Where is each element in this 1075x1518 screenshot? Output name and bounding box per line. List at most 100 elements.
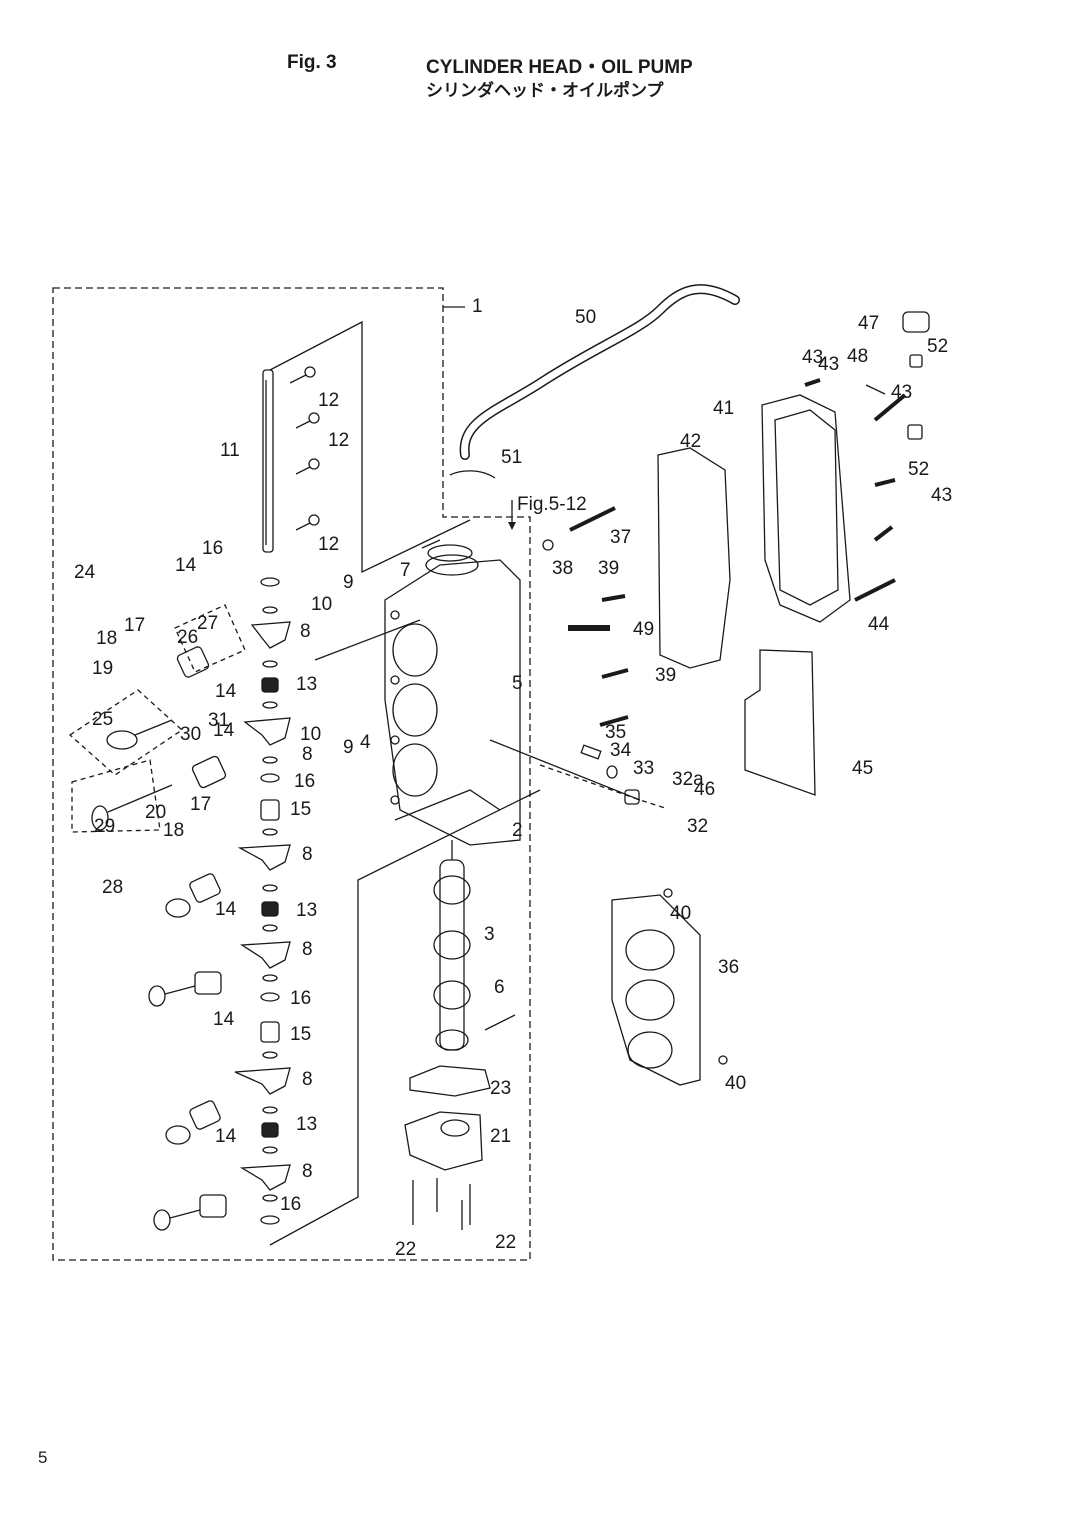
callout-8: 8 — [302, 939, 313, 960]
bolt-part-43 — [873, 525, 894, 542]
callout-24: 24 — [74, 562, 96, 583]
callout-38: 38 — [552, 558, 573, 579]
valve-assemblies — [91, 646, 227, 1231]
head-cover-part-41 — [761, 394, 851, 623]
callout-9: 9 — [343, 572, 354, 593]
callout-34: 34 — [610, 740, 632, 761]
callout-14: 14 — [215, 681, 237, 702]
callout-14: 14 — [175, 555, 197, 576]
callout-46: 46 — [694, 779, 715, 800]
callout-52: 52 — [927, 336, 948, 357]
callout-40: 40 — [725, 1073, 746, 1094]
subgroup-box-27 — [174, 604, 246, 673]
callout-44: 44 — [868, 614, 890, 635]
callout-15: 15 — [290, 1024, 311, 1045]
callout-49: 49 — [633, 619, 654, 640]
callout-12: 12 — [328, 430, 349, 451]
callout-31: 31 — [208, 710, 229, 731]
callout-8: 8 — [302, 1161, 313, 1182]
subgroup-box-29 — [71, 759, 161, 833]
callout-14: 14 — [215, 899, 237, 920]
dowel-pin-part-40 — [663, 888, 673, 898]
callout-35: 35 — [605, 722, 626, 743]
callout-29: 29 — [94, 816, 115, 837]
cylinder-head-part-2 — [384, 554, 521, 846]
callout-11: 11 — [220, 440, 240, 461]
callout-33: 33 — [633, 758, 654, 779]
callout-43: 43 — [931, 485, 952, 506]
part-34 — [580, 744, 602, 760]
plug-part-32a — [624, 789, 640, 805]
callout-43: 43 — [802, 347, 823, 368]
bolt-part-22 — [412, 1178, 471, 1230]
callout-25: 25 — [92, 709, 113, 730]
assembly-boundary-dashed — [52, 287, 531, 1261]
callout-23: 23 — [490, 1078, 511, 1099]
callout-2: 2 — [512, 820, 523, 841]
callout-7: 7 — [400, 560, 411, 581]
callout-47: 47 — [858, 313, 879, 334]
callout-37: 37 — [610, 527, 631, 548]
callout-40: 40 — [670, 903, 691, 924]
gasket-part-42 — [657, 447, 731, 669]
callout-14: 14 — [213, 720, 235, 741]
page-number: 5 — [38, 1448, 48, 1467]
subgroup-box-24 — [68, 689, 184, 776]
callout-12: 12 — [318, 390, 339, 411]
callout-18: 18 — [96, 628, 117, 649]
callout-27: 27 — [197, 613, 218, 634]
callout-15: 15 — [290, 799, 311, 820]
callout-20: 20 — [145, 802, 166, 823]
callout-52: 52 — [908, 459, 929, 480]
valve-train-stack — [234, 577, 291, 1225]
leader-frame — [269, 320, 471, 574]
callout-labels: 1234567888888991010111212121313131414141… — [74, 296, 952, 1260]
plug-part-52 — [907, 424, 923, 440]
callout-22: 22 — [495, 1232, 516, 1253]
bolt-part-12 — [289, 366, 320, 531]
callout-16: 16 — [290, 988, 311, 1009]
callout-14: 14 — [213, 1009, 235, 1030]
plate-part-45 — [744, 649, 816, 796]
callout-13: 13 — [296, 674, 317, 695]
dowel-pin-part-40 — [718, 1055, 728, 1065]
callout-8: 8 — [302, 1069, 313, 1090]
figure-title-japanese: シリンダヘッド・オイルポンプ — [426, 81, 664, 101]
callout-3: 3 — [484, 924, 495, 945]
callout-13: 13 — [296, 900, 317, 921]
callout-36: 36 — [718, 957, 739, 978]
camshaft-part-3 — [433, 859, 471, 1051]
callout-6: 6 — [494, 977, 505, 998]
bolt-part-39 — [601, 668, 629, 679]
oil-pump-part-21 — [404, 1111, 483, 1171]
part-33 — [606, 765, 618, 779]
callout-17: 17 — [190, 794, 211, 815]
callout-41: 41 — [713, 398, 734, 419]
callout-16: 16 — [294, 771, 315, 792]
bolt-part-39 — [601, 594, 626, 602]
callout-4: 4 — [360, 732, 371, 753]
figure-title-english: CYLINDER HEAD・OIL PUMP — [426, 57, 693, 78]
callout-30: 30 — [180, 724, 201, 745]
callout-9: 9 — [343, 737, 354, 758]
cross-reference-label: Fig.5-12 — [517, 494, 587, 515]
callout-48: 48 — [847, 346, 868, 367]
leader-frame — [314, 619, 421, 661]
washer-part-38 — [542, 539, 554, 551]
part-48 — [865, 384, 886, 395]
callout-8: 8 — [302, 744, 313, 765]
callout-12: 12 — [318, 534, 339, 555]
callout-8: 8 — [302, 844, 313, 865]
timing-rail-part-11 — [262, 369, 274, 553]
oil-seal-part-7 — [427, 544, 473, 562]
callout-43: 43 — [891, 382, 912, 403]
callout-22: 22 — [395, 1239, 416, 1260]
callout-42: 42 — [680, 431, 701, 452]
callout-10: 10 — [300, 724, 321, 745]
clip-part-51 — [449, 470, 496, 479]
callout-5: 5 — [512, 673, 523, 694]
callout-10: 10 — [311, 594, 332, 615]
callout-51: 51 — [501, 447, 522, 468]
bolt-part-43 — [804, 378, 821, 387]
